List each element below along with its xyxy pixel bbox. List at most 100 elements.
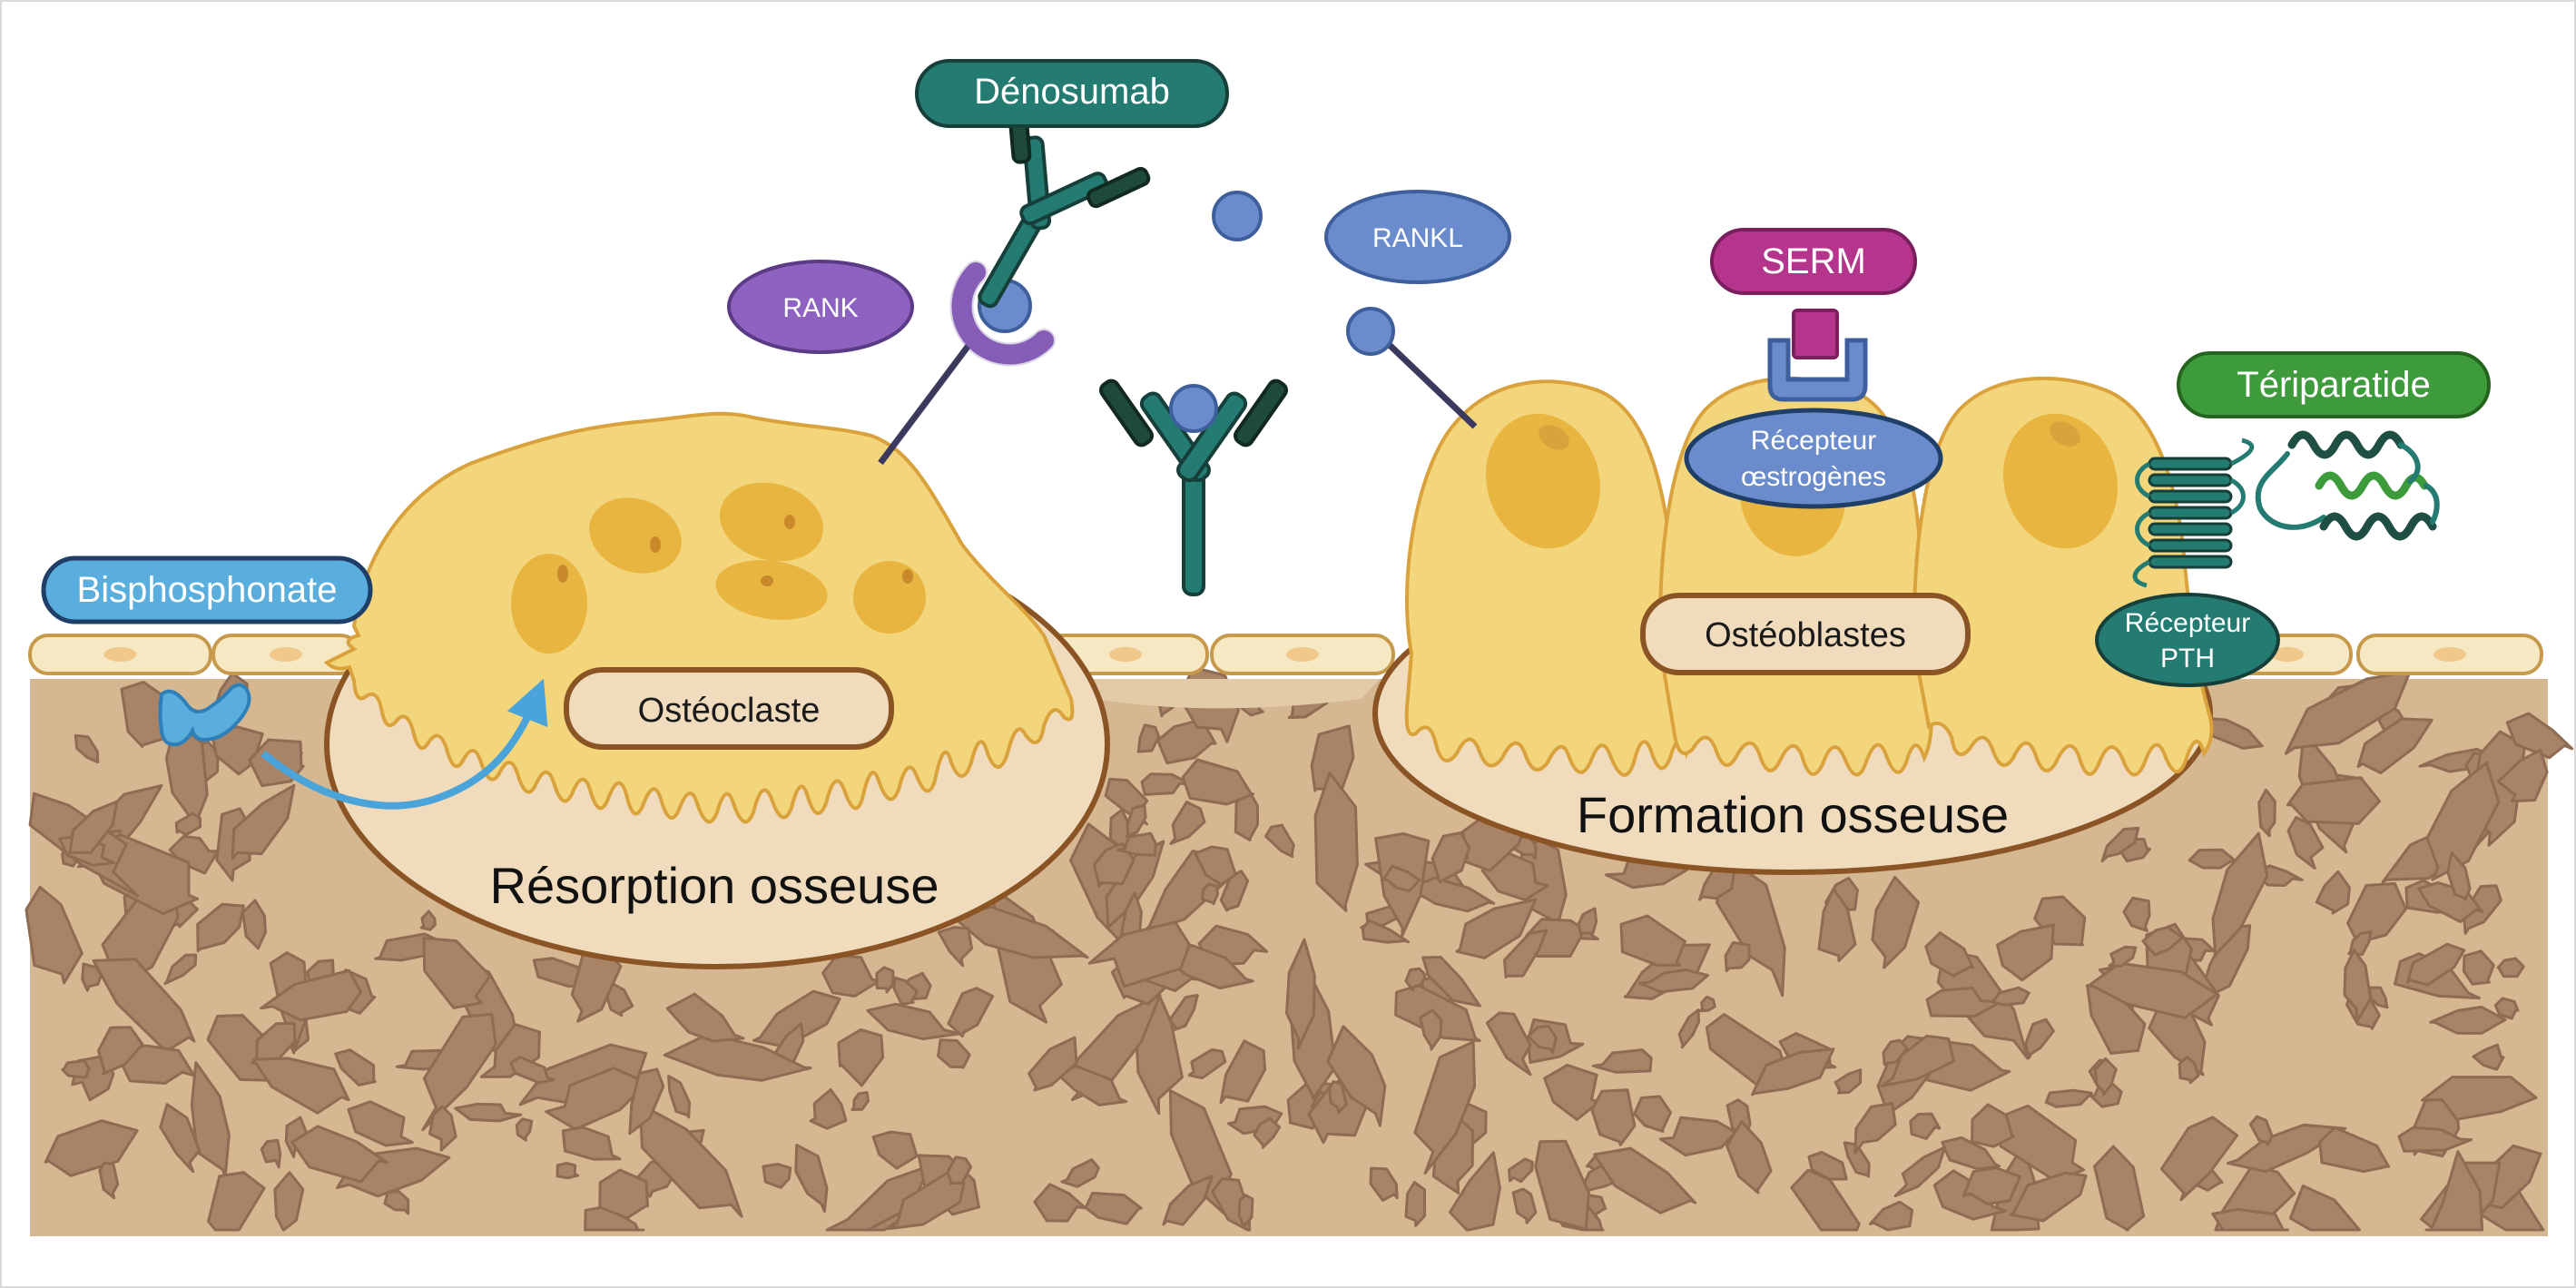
bone-pore (168, 835, 220, 875)
bone-pore (2211, 831, 2269, 958)
bone-pore (2211, 1207, 2289, 1232)
bone-pore (794, 1144, 829, 1213)
bone-pore (1941, 1136, 2001, 1171)
bone-pore (1060, 1158, 1100, 1188)
bone-pore (1698, 995, 1716, 1013)
bone-pore (260, 968, 363, 1022)
bone-pore (2284, 670, 2412, 755)
bone-pore (159, 1103, 202, 1174)
receptor-loops (2132, 438, 2255, 588)
bone-pore (347, 1100, 414, 1147)
bone-pore (2160, 1116, 2239, 1202)
bone-pore (61, 1059, 91, 1079)
bone-pore (1817, 887, 1857, 962)
label-osteoclast: Ostéoclaste (564, 667, 894, 750)
bone-pore (2122, 896, 2151, 932)
label-rank: RANK (727, 260, 914, 354)
bone-pore (762, 1163, 792, 1189)
bone-pore (663, 1032, 812, 1082)
bone-pore (1313, 772, 1359, 912)
bone-pore (509, 1056, 556, 1085)
bone-pore (1116, 831, 1157, 857)
bone-pore (887, 1171, 966, 1231)
lining-cell-nucleus (270, 647, 302, 662)
bone-pore (2188, 848, 2236, 870)
bone-pore (1971, 1103, 2015, 1148)
bone-pore (2315, 870, 2351, 915)
osteoclast-text: Ostéoclaste (638, 692, 821, 730)
bone-pore (1961, 1166, 2022, 1205)
label-denosumab: Dénosumab (915, 59, 1229, 128)
bone-pore (2286, 815, 2325, 870)
bone-pore (1925, 986, 2003, 1018)
bone-pore (260, 1138, 282, 1169)
bone-pore (2288, 1185, 2361, 1232)
bone-pore (1237, 1194, 1254, 1230)
bone-pore (2462, 949, 2495, 986)
bone-pore (2009, 1171, 2088, 1223)
bone-pore (1724, 940, 1751, 973)
bone-pore (1893, 1145, 1947, 1197)
bone-pore (837, 1027, 885, 1087)
lining-cell-nucleus (1286, 647, 1319, 662)
bone-pore (1369, 1166, 1399, 1202)
bone-pore (1326, 1025, 1387, 1127)
bone-pore (1404, 1181, 1427, 1227)
bone-pore (1880, 1034, 1955, 1087)
bone-pore (1431, 831, 1471, 884)
bone-pore (1807, 1150, 1848, 1181)
rank-text: RANK (782, 293, 858, 323)
bone-pore (1485, 1011, 1532, 1077)
bone-pore (92, 958, 196, 1053)
transmembrane-helix (2148, 489, 2233, 504)
bone-pore (937, 1038, 971, 1069)
label-osteoblasts: Ostéoblastes (1640, 593, 1971, 675)
bone-pore (1619, 914, 1686, 967)
bone-pore (25, 885, 84, 985)
bone-pore (2472, 1043, 2505, 1071)
bone-pore (892, 976, 919, 1006)
estrogen-receptor-line2: œstrogènes (1741, 462, 1886, 492)
bone-pore (1285, 938, 1316, 1050)
bone-pore (1219, 870, 1250, 912)
bone-pore (74, 733, 100, 764)
bone-pore (1187, 1047, 1227, 1080)
resorption-title: Résorption osseuse (490, 857, 939, 914)
bone-pore (1751, 1047, 1835, 1096)
bone-pore (1201, 882, 1220, 906)
lining-cell-nucleus (1109, 647, 1142, 662)
bone-pore (97, 1026, 144, 1076)
transmembrane-helix (2148, 538, 2233, 553)
bone-pore (1404, 967, 1427, 992)
bone-pore (667, 1075, 691, 1119)
bone-pore (273, 1171, 305, 1232)
bone-pore (1455, 898, 1538, 959)
bone-pore (163, 953, 198, 985)
label-estrogen-receptor: Récepteur œstrogènes (1684, 408, 1943, 509)
bone-pore (1991, 986, 2030, 1007)
seven-transmembrane-receptor-icon (2132, 438, 2255, 588)
bone-pore (1421, 956, 1482, 1008)
bone-pore (1677, 1008, 1700, 1049)
bone-pore (1156, 718, 1217, 765)
bone-pore (2496, 748, 2549, 803)
bone-pore (1264, 823, 1295, 859)
bone-pore (1534, 1139, 1590, 1232)
bone-pore (1169, 800, 1206, 845)
transmembrane-helix (2148, 506, 2233, 520)
bone-pore (290, 1125, 389, 1184)
bone-pore (1909, 1112, 1942, 1140)
bone-pore (2108, 945, 2138, 968)
bone-pore (2425, 761, 2501, 881)
bone-pore (2178, 1055, 2200, 1085)
bone-pore (2093, 1057, 2118, 1096)
bone-pore (2505, 712, 2574, 760)
bone-pore (2199, 716, 2264, 750)
pth-receptor-line2: PTH (2160, 644, 2215, 673)
bone-pore (1633, 1095, 1672, 1133)
bone-pore (2248, 1115, 2274, 1146)
bone-pore (2397, 1126, 2473, 1153)
bone-pore (1853, 1102, 1897, 1155)
bone-pore (1843, 1141, 1871, 1178)
denosumab-text: Dénosumab (974, 72, 1170, 112)
